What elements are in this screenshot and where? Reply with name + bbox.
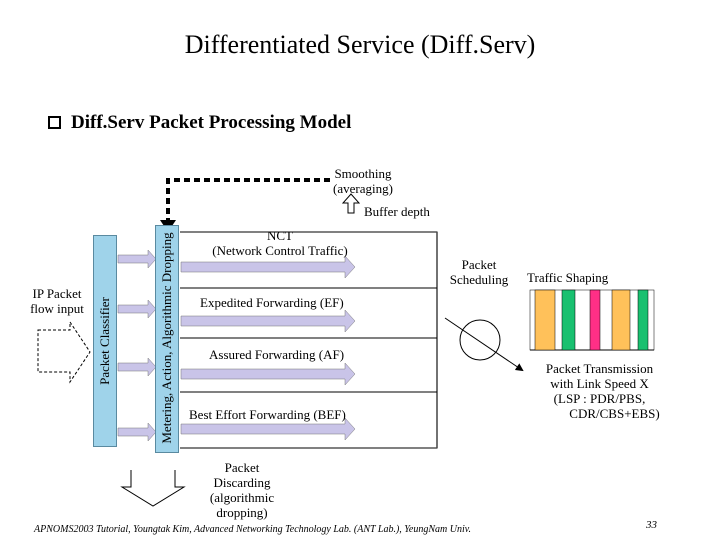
input-label: IP Packet flow input (16, 286, 98, 316)
discarding-line4: dropping) (216, 505, 268, 520)
page-number: 33 (646, 519, 657, 531)
queue-ef-label: Expedited Forwarding (EF) (200, 295, 344, 310)
traffic-shaping-label: Traffic Shaping (527, 270, 609, 285)
smoothing-line1: Smoothing (334, 166, 392, 181)
queue-af-label: Assured Forwarding (AF) (209, 347, 345, 362)
scheduler-circle (459, 319, 501, 361)
metering-label: Metering, Action, Algorithmic Dropping (159, 232, 174, 444)
feedback-path (166, 178, 330, 222)
transmission-label: Packet Transmission with Link Speed X (L… (512, 361, 687, 421)
smoothing-line2: (averaging) (333, 181, 393, 196)
smoothing-label: Smoothing (averaging) (318, 166, 408, 196)
slide-title: Differentiated Service (Diff.Serv) (184, 30, 536, 59)
checkbox-bullet-icon (48, 116, 61, 129)
input-label-line1: IP Packet (32, 286, 82, 301)
buffer-depth-arrow-icon (341, 193, 361, 214)
metering-action-bar (155, 225, 179, 453)
slide-footer: APNOMS2003 Tutorial, Youngtak Kim, Advan… (34, 524, 471, 535)
transmission-line1: Packet Transmission (545, 361, 654, 376)
transmission-line3: (LSP : PDR/PBS, (553, 391, 646, 406)
transmission-line4: CDR/CBS+EBS) (569, 406, 660, 421)
queue-bef-label: Best Effort Forwarding (BEF) (189, 407, 346, 422)
buffer-depth-label: Buffer depth (364, 204, 430, 219)
input-flow-arrow-icon (37, 320, 91, 384)
section-heading-text: Diff.Serv Packet Processing Model (71, 112, 352, 133)
discarding-label: Packet Discarding (algorithmic dropping) (196, 460, 288, 520)
input-label-line2: flow input (30, 301, 84, 316)
discarding-line3: (algorithmic (209, 490, 275, 505)
scheduling-line1: Packet (461, 257, 497, 272)
queue-separators (180, 287, 437, 393)
queue-nct-subtitle: (Network Control Traffic) (212, 243, 348, 258)
classifier-flow-arrows (117, 249, 157, 442)
discarding-line2: Discarding (213, 475, 271, 490)
classifier-label: Packet Classifier (97, 297, 112, 385)
discarding-line1: Packet (224, 460, 260, 475)
packet-classifier-bar (93, 235, 117, 447)
traffic-shaping-bars (529, 289, 655, 351)
section-heading: Diff.Serv Packet Processing Model (48, 112, 351, 134)
discard-arrow-icon (120, 470, 186, 507)
queue-flow-arrows (180, 255, 356, 441)
queue-nct-label: NCT (Network Control Traffic) (190, 228, 370, 258)
queue-nct-title: NCT (267, 228, 293, 243)
scheduling-label: Packet Scheduling (444, 257, 514, 287)
transmission-line2: with Link Speed X (550, 376, 649, 391)
scheduler-pointer (444, 317, 524, 372)
scheduling-line2: Scheduling (449, 272, 509, 287)
